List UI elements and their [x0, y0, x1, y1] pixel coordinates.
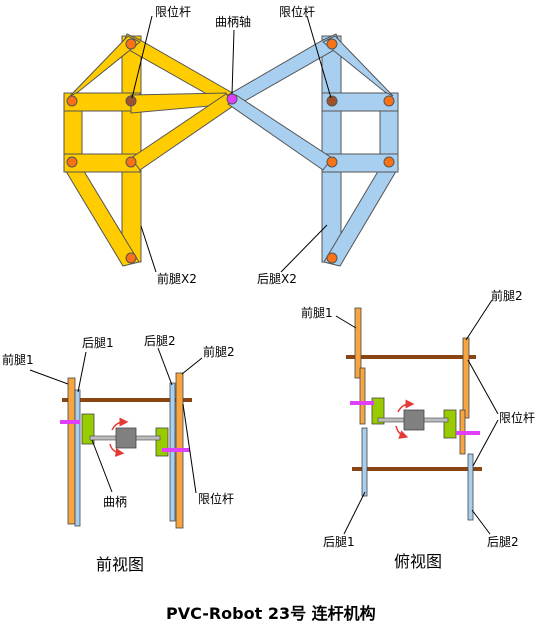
- tv-front-leg-1-lower: [359, 367, 366, 425]
- tv-front-leg-1: [354, 307, 362, 379]
- label-rear-leg-x2: 后腿X2: [257, 272, 297, 286]
- front-leg-linkage: [63, 33, 237, 267]
- joint: [66, 156, 78, 168]
- top-view-title: 俯视图: [394, 552, 442, 571]
- tv-pin-right: [456, 431, 480, 435]
- fv-rotation-arrow-up: [111, 417, 129, 431]
- fv-pin-left: [60, 420, 80, 424]
- front-view-title: 前视图: [96, 555, 144, 574]
- joint: [125, 252, 137, 264]
- fv-label-rear-leg-2: 后腿2: [144, 334, 176, 348]
- joint: [326, 156, 338, 168]
- fv-label-rear-leg-1: 后腿1: [82, 336, 114, 350]
- fv-motor: [115, 427, 137, 449]
- fv-label-front-leg-1: 前腿1: [2, 352, 34, 367]
- tv-label-front-leg-1: 前腿1: [301, 305, 333, 320]
- joint: [125, 38, 137, 50]
- tv-crank-left: [371, 397, 385, 425]
- front-leg-diagonal-upper: [69, 35, 141, 97]
- top-leader-lines: [131, 15, 332, 273]
- label-front-leg-x2: 前腿X2: [157, 271, 197, 286]
- joint: [383, 95, 395, 107]
- label-limit-rod-right: 限位杆: [279, 4, 315, 19]
- tv-label-rear-leg-1: 后腿1: [323, 535, 355, 549]
- tv-label-front-leg-2: 前腿2: [491, 288, 523, 303]
- fv-label-crank: 曲柄: [103, 495, 127, 509]
- joint: [326, 252, 338, 264]
- fv-brown-bar: [62, 398, 192, 402]
- rear-leg-arm-low: [227, 94, 333, 171]
- limit-pin: [326, 95, 338, 107]
- rear-leg-main-bar: [321, 35, 342, 263]
- front-view-diagram: [60, 372, 192, 529]
- joint: [326, 38, 338, 50]
- label-limit-rod-left: 限位杆: [155, 4, 191, 19]
- joint: [66, 95, 78, 107]
- tv-motor: [403, 409, 425, 431]
- tv-front-leg-2: [462, 337, 470, 419]
- crank-axle-pin: [226, 93, 238, 105]
- page-title: PVC-Robot 23号 连杆机构: [166, 604, 376, 623]
- tv-rear-leg-1: [361, 427, 368, 497]
- tv-rotation-arrow-down: [395, 425, 409, 439]
- rear-leg-linkage: [227, 33, 399, 267]
- rear-leg-cross-upper: [321, 92, 399, 112]
- tv-label-rear-leg-2: 后腿2: [487, 535, 519, 549]
- fv-front-leg-1: [67, 377, 76, 525]
- tv-pin-left: [350, 401, 374, 405]
- tv-rear-leg-2: [467, 453, 474, 521]
- joint: [383, 156, 395, 168]
- label-crank-axle: 曲柄轴: [215, 14, 251, 29]
- fv-leader-lines: [29, 347, 203, 494]
- tv-rotation-arrow-up: [397, 399, 415, 413]
- fv-rotation-arrow-down: [109, 443, 125, 457]
- tv-leader-lines: [335, 299, 499, 535]
- tv-brown-bar-top: [346, 355, 476, 359]
- front-leg-cross-lower: [63, 153, 141, 173]
- fv-label-limit-rod: 限位杆: [198, 491, 234, 506]
- tv-crank-right: [443, 409, 457, 439]
- rear-leg-diagonal-upper: [322, 35, 394, 97]
- limit-pin: [125, 95, 137, 107]
- top-view-diagram: [346, 307, 482, 521]
- joints: [66, 38, 395, 264]
- joint: [125, 156, 137, 168]
- fv-rear-leg-1: [74, 389, 81, 527]
- fv-label-front-leg-2: 前腿2: [203, 344, 235, 359]
- fv-pin-right: [162, 448, 190, 452]
- front-leg-main-bar: [121, 35, 142, 263]
- tv-label-limit-rod: 限位杆: [499, 410, 535, 425]
- tv-brown-bar-bottom: [352, 467, 482, 471]
